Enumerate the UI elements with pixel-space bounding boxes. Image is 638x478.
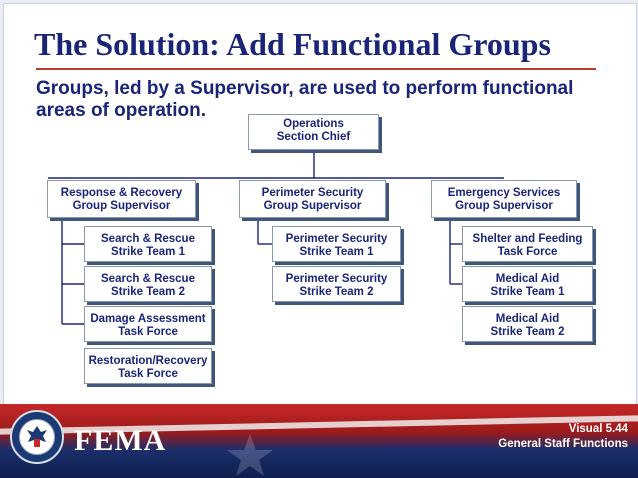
fema-logo-text: FEMA — [74, 424, 167, 457]
dhs-seal-icon — [10, 410, 64, 464]
unit-box: Restoration/Recovery Task Force — [84, 348, 212, 384]
visual-title: General Staff Functions — [498, 438, 628, 450]
unit-box: Medical Aid Strike Team 1 — [462, 266, 593, 302]
unit-box: Damage Assessment Task Force — [84, 306, 212, 342]
group-supervisor-box: Response & Recovery Group Supervisor — [47, 180, 196, 218]
operations-section-chief-box: Operations Section Chief — [248, 114, 379, 150]
unit-box: Shelter and Feeding Task Force — [462, 226, 593, 262]
group-supervisor-box: Perimeter Security Group Supervisor — [239, 180, 386, 218]
footer-banner — [0, 404, 638, 478]
slide-subtitle: Groups, led by a Supervisor, are used to… — [36, 78, 574, 121]
unit-box: Search & Rescue Strike Team 1 — [84, 226, 212, 262]
visual-number: Visual 5.44 — [568, 423, 628, 435]
slide-title: The Solution: Add Functional Groups — [34, 26, 551, 62]
eagle-icon — [27, 426, 47, 447]
unit-box: Search & Rescue Strike Team 2 — [84, 266, 212, 302]
group-supervisor-box: Emergency Services Group Supervisor — [431, 180, 577, 218]
title-divider — [36, 68, 596, 70]
flag-star-icon — [227, 434, 273, 476]
unit-box: Perimeter Security Strike Team 1 — [272, 226, 401, 262]
unit-box: Medical Aid Strike Team 2 — [462, 306, 593, 342]
unit-box: Perimeter Security Strike Team 2 — [272, 266, 401, 302]
